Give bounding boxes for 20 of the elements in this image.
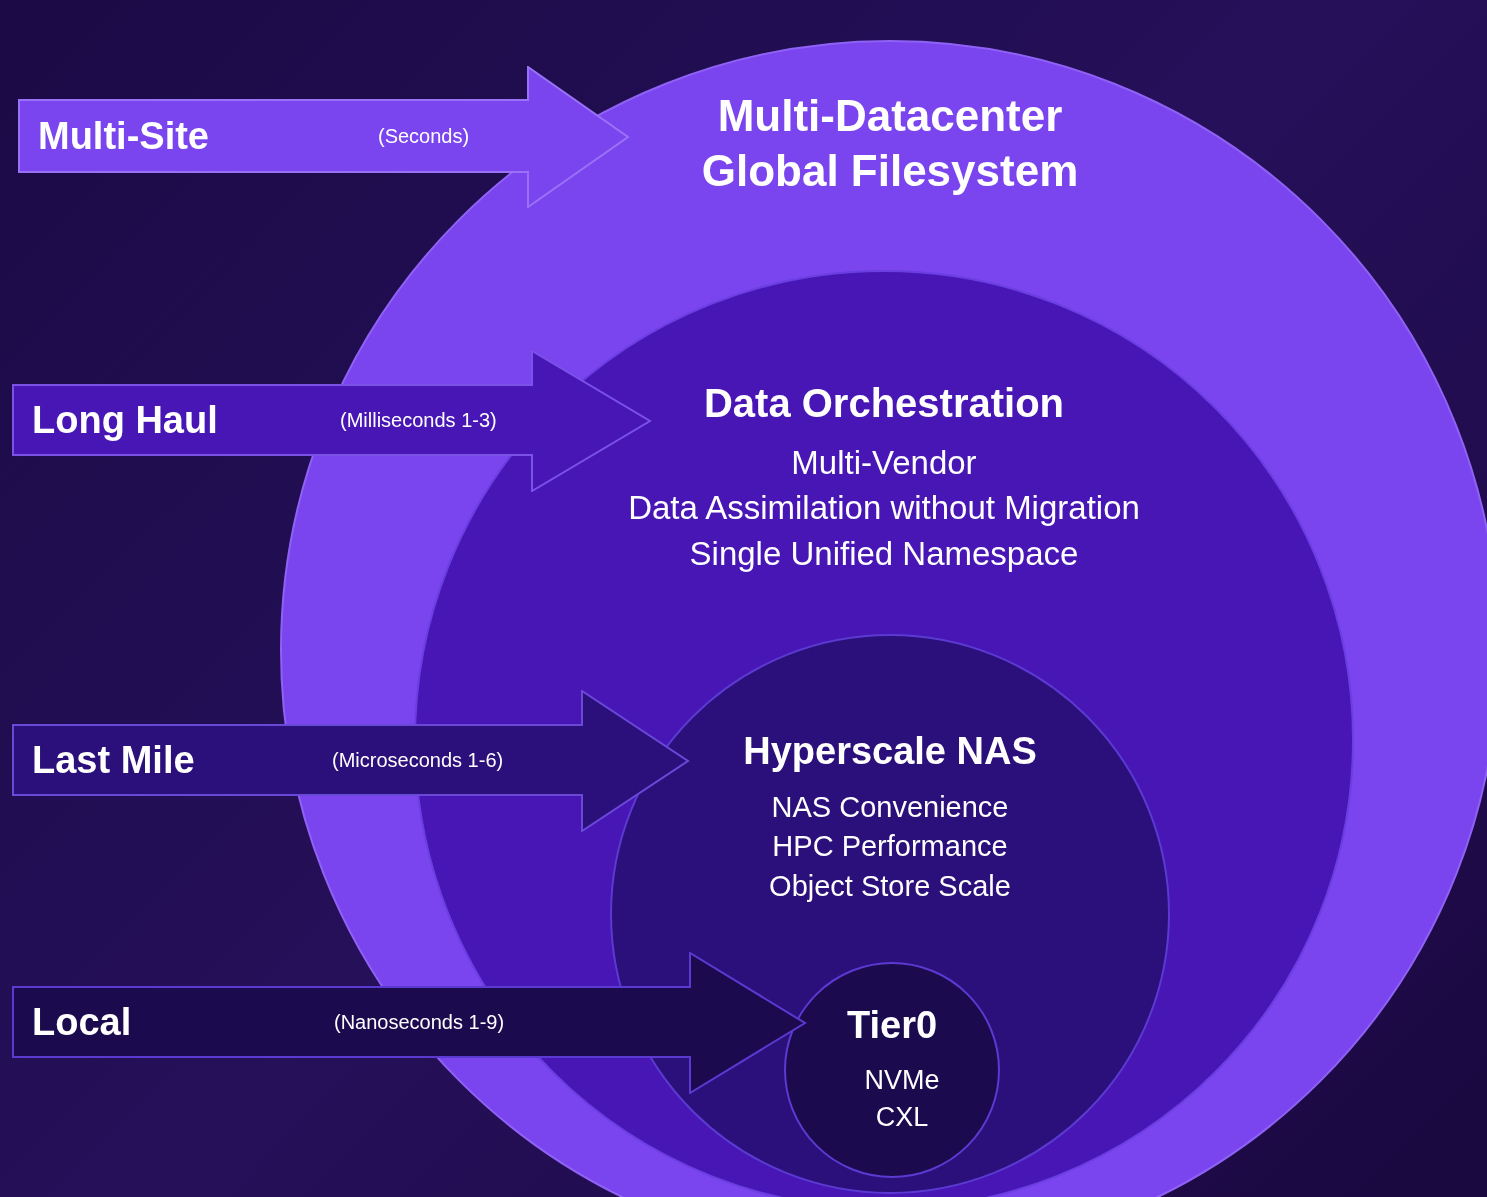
circle-heading: Tier0 <box>846 1003 938 1048</box>
latency-text: (Seconds) <box>378 124 470 149</box>
circle-heading: Multi-Datacenter Global Filesystem <box>700 90 1080 197</box>
arrow-label: Last Mile <box>32 737 195 783</box>
arrow-label: Long Haul <box>32 397 218 443</box>
feature-text: Object Store Scale <box>769 869 1011 905</box>
feature-text: NAS Convenience <box>771 789 1009 825</box>
latency-text: (Nanoseconds 1-9) <box>334 1010 505 1035</box>
latency-text: (Milliseconds 1-3) <box>340 408 497 433</box>
circle-heading: Data Orchestration <box>703 380 1065 427</box>
feature-text: Data Assimilation without Migration <box>628 488 1140 529</box>
feature-text: HPC Performance <box>772 829 1008 865</box>
feature-text: CXL <box>875 1100 929 1134</box>
arrow-label: Multi-Site <box>38 113 209 159</box>
latency-text: (Microseconds 1-6) <box>332 748 504 773</box>
feature-text: Single Unified Namespace <box>689 533 1079 574</box>
circle-heading: Hyperscale NAS <box>743 729 1037 774</box>
arrow-label: Local <box>32 999 132 1045</box>
feature-text: NVMe <box>864 1063 940 1097</box>
feature-text: Multi-Vendor <box>791 443 977 483</box>
